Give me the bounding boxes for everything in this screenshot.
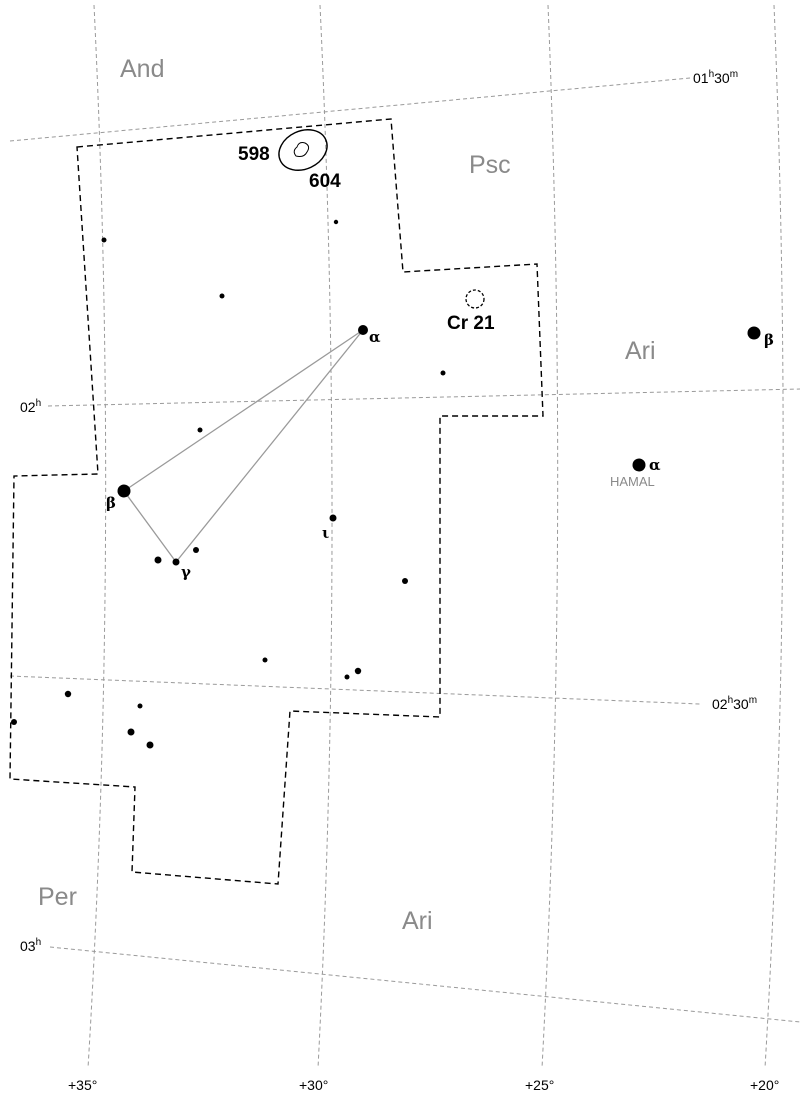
star [344,674,350,680]
galaxy-598-label: 598 [238,144,270,165]
star-tri-gamma [172,558,180,566]
star [193,547,199,553]
dec-line-35 [87,4,107,1069]
ra-line-02h30m [9,675,701,705]
star [137,703,143,709]
figure-line-beta-gamma [123,490,177,563]
star [154,556,162,564]
constellation-label-and: And [120,55,164,83]
ra-line-03h [49,946,801,1023]
star [219,293,225,299]
constellation-boundary [9,118,544,885]
constellation-label-ari-lower: Ari [402,907,433,935]
constellation-label-per: Per [38,883,77,911]
star [440,370,446,376]
star [11,719,17,725]
star [354,667,362,675]
star [64,690,72,698]
star [127,728,135,736]
constellation-label-psc: Psc [469,151,511,179]
star [262,657,268,663]
star-tri-alpha [358,325,368,335]
star-ari-beta-label: β [764,331,774,349]
dec-label-30: +30° [299,1077,328,1093]
star-tri-gamma-label: γ [181,563,191,581]
dec-line-30 [317,4,333,1069]
star-tri-iota-label: ι [322,524,329,542]
ra-label-01h30m: 01h30m [693,69,738,86]
ra-line-02h [47,388,801,407]
dec-label-35: +35° [68,1077,97,1093]
star-ari-beta [747,326,761,340]
cluster-cr21-label: Cr 21 [447,313,495,334]
star [101,237,107,243]
constellation-label-ari-upper: Ari [625,337,656,365]
star [146,741,154,749]
star-tri-alpha-label: α [369,328,381,346]
star [197,427,203,433]
star-tri-beta [117,484,131,498]
dec-label-25: +25° [525,1077,554,1093]
galaxy-598-core [293,142,310,157]
star-tri-iota [329,514,337,522]
star [402,578,408,584]
ra-label-02h: 02h [20,398,41,415]
galaxy-598-ellipse [278,129,328,171]
star [333,219,339,225]
ra-line-01h30m [9,77,691,142]
ra-label-03h: 03h [20,937,41,954]
star-ari-alpha-name: HAMAL [610,474,655,489]
star-tri-beta-label: β [106,494,116,512]
dec-line-20 [764,4,784,1069]
cluster-cr21-marker [465,289,485,309]
galaxy-604-label: 604 [309,171,341,192]
figure-line-gamma-alpha [175,329,364,563]
figure-line-alpha-beta [123,329,364,492]
dec-label-20: +20° [750,1077,779,1093]
star-ari-alpha [632,458,646,472]
ra-label-02h30m: 02h30m [712,695,757,712]
star-ari-alpha-label: α [649,456,661,474]
dec-line-25 [541,4,559,1069]
